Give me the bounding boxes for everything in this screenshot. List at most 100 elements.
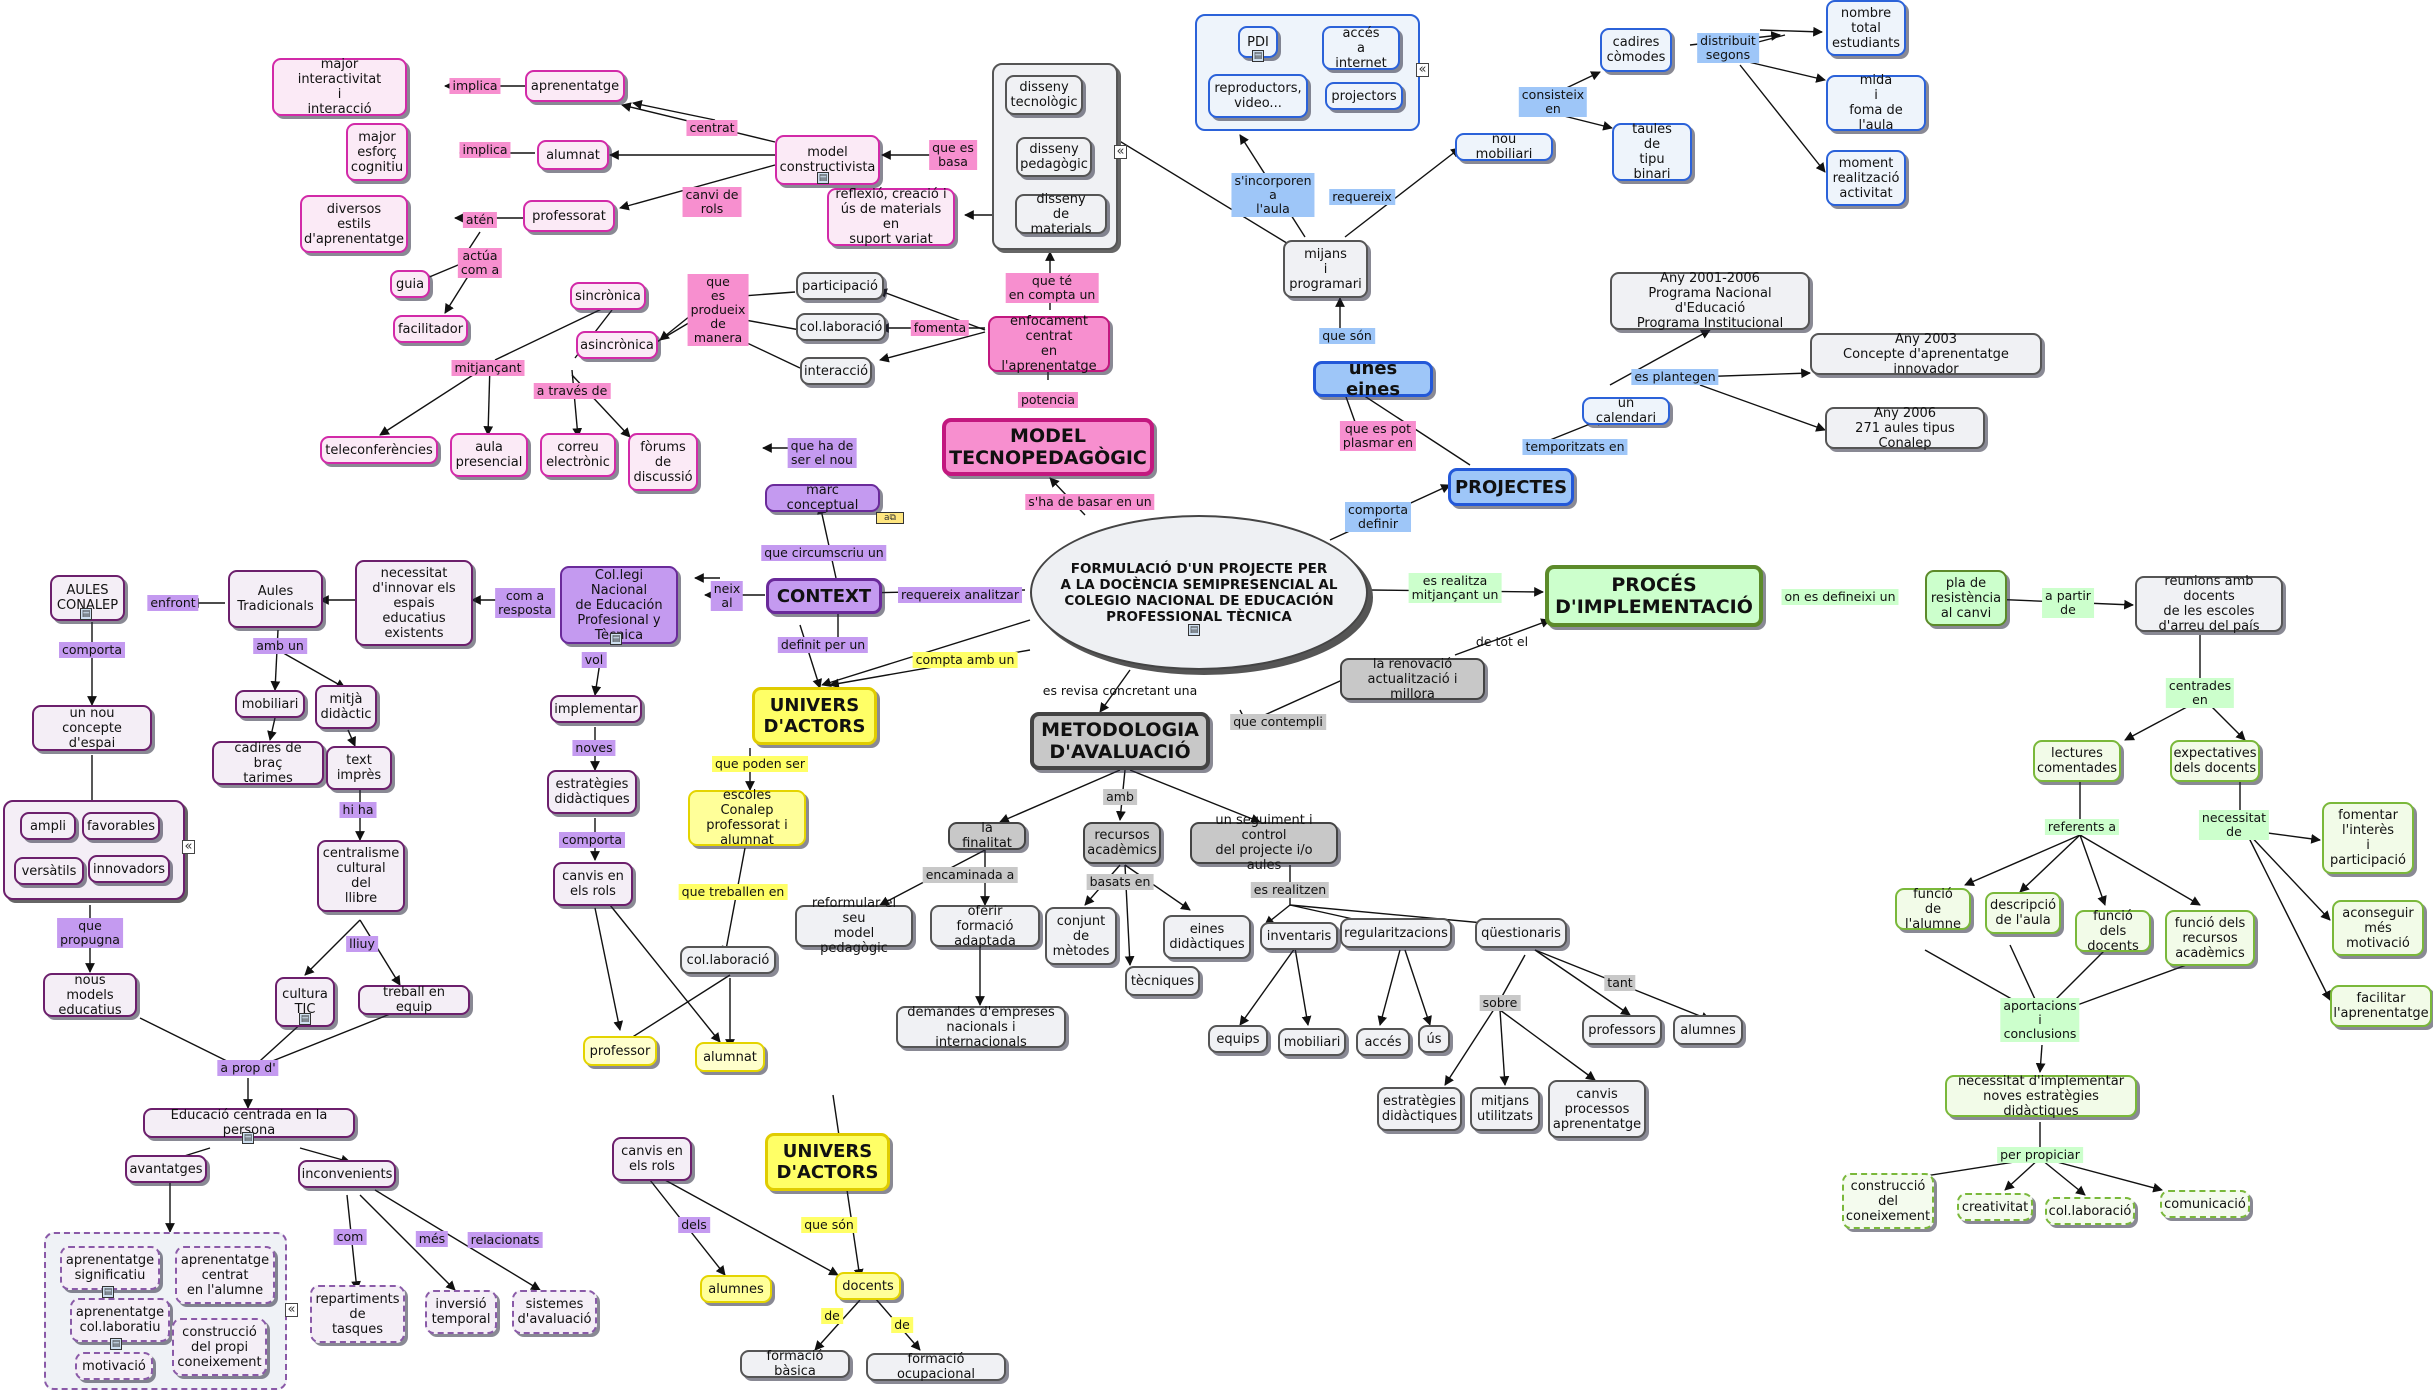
central-topic[interactable]: FORMULACIÓ D'UN PROJECTE PER A LA DOCÈNC… [1030,515,1368,670]
node-disseny-pedagogic[interactable]: disseny pedagògic [1016,137,1092,177]
node-projectors[interactable]: projectors [1325,82,1403,110]
node-aula-presencial[interactable]: aula presencial [450,433,528,477]
node-necessitat-innovar[interactable]: necessitat d'innovar els espais educatiu… [355,560,473,646]
node-renovacio[interactable]: la renovació actualització i millora [1340,657,1485,702]
node-alumnes-metod[interactable]: alumnes [1673,1015,1743,1045]
node-ampli[interactable]: ampli [20,812,76,840]
node-aprenentatge-centrat[interactable]: aprenentatge centrat en l'alumne [175,1246,275,1304]
main-projectes[interactable]: PROJECTES [1448,468,1574,506]
node-aconseguir[interactable]: aconseguir més motivació [2332,900,2424,956]
node-nous-models[interactable]: nous models educatius [43,973,137,1018]
node-sistemes-avaluacio[interactable]: sistemes d'avaluació [512,1290,597,1334]
node-reflexio[interactable]: reflexió, creació i ús de materials en s… [827,187,955,247]
node-construccio-coneixement[interactable]: construcció del coneixement [1842,1173,1934,1229]
document-icon[interactable]: ▤ [1188,624,1200,636]
node-professors[interactable]: professors [1582,1015,1662,1045]
document-icon[interactable]: ▤ [110,1338,122,1350]
node-demandes[interactable]: demandes d'empreses nacionals i internac… [896,1005,1066,1050]
node-guia[interactable]: guia [390,270,430,298]
main-context[interactable]: CONTEXT [766,578,882,614]
node-formacio-ocupacional[interactable]: formació ocupacional [866,1352,1006,1382]
node-conjunt-metodes[interactable]: conjunt de mètodes [1045,907,1117,965]
node-colegi-nacional[interactable]: Col.legi Nacional de Educación Profesion… [560,566,678,644]
node-disseny-materials[interactable]: disseny de materials [1015,192,1107,237]
main-proces-implementacio[interactable]: PROCÉS D'IMPLEMENTACIÓ [1545,565,1763,627]
node-participacio[interactable]: participació [796,272,884,300]
node-model-constructivista[interactable]: model constructivista [775,135,880,185]
node-asincronica[interactable]: asincrònica [576,331,658,359]
node-aules-tradicionals[interactable]: Aules Tradicionals [228,570,323,628]
node-acces-internet[interactable]: accés a internet [1322,26,1400,71]
node-expectatives[interactable]: expectatives dels docents [2170,740,2260,782]
node-col-laboracio[interactable]: col.laboració [796,313,886,341]
node-necessitat-implementar[interactable]: necessitat d'implementar noves estratègi… [1945,1074,2137,1119]
node-tecniques[interactable]: tècniques [1125,966,1200,996]
node-creativitat[interactable]: creativitat [1957,1193,2033,1221]
node-un-calendari[interactable]: un calendari [1582,396,1670,426]
node-mida-aula[interactable]: mida i foma de l'aula [1826,73,1926,133]
node-repartiments[interactable]: repartiments de tasques [310,1285,405,1343]
node-any-2006[interactable]: Any 2006 271 aules tipus Conalep [1825,406,1985,451]
node-cadires-comodes[interactable]: cadires còmodes [1600,28,1672,72]
node-correu-electronic[interactable]: correu electrònic [540,433,616,477]
node-inventaris[interactable]: inventaris [1260,922,1338,950]
node-inconvenients[interactable]: inconvenients [298,1160,396,1188]
node-taules[interactable]: taules de tipu binari [1612,122,1692,182]
node-facilitador[interactable]: facilitador [393,315,468,343]
node-major-esforc[interactable]: major esforç cognitiu [346,123,408,181]
document-icon[interactable]: ▤ [242,1132,254,1144]
main-univers-actors-1[interactable]: UNIVERS D'ACTORS [752,687,877,745]
main-univers-actors-2[interactable]: UNIVERS D'ACTORS [765,1133,890,1191]
node-any-2001[interactable]: Any 2001-2006 Programa Nacional d'Educac… [1610,271,1810,331]
node-oferir-formacio[interactable]: oferir formació adaptada [930,904,1040,949]
node-equips[interactable]: equips [1208,1025,1268,1053]
node-reformular[interactable]: reformular el seu model pedagògic [795,896,913,956]
node-avantatges[interactable]: avantatges [125,1155,207,1183]
node-mobiliari-metod[interactable]: mobiliari [1278,1028,1346,1056]
node-treball-equip[interactable]: treball en equip [358,985,470,1015]
node-motivacio[interactable]: motivació [75,1352,153,1380]
node-col-laboracio-actors[interactable]: col.laboració [680,946,776,974]
node-cadires-brac[interactable]: cadires de braç tarimes [212,741,324,786]
node-escoles-conalep[interactable]: escoles Conalep professorat i alumnat [688,788,806,848]
node-nou-concepte-espai[interactable]: un nou concepte d'espai [32,705,152,751]
node-comunicacio[interactable]: comunicació [2160,1190,2250,1218]
node-facilitar[interactable]: facilitar l'aprenentatge [2330,985,2432,1027]
node-pla-resistencia[interactable]: pla de resistència al canvi [1925,570,2007,626]
node-text-impres[interactable]: text imprès [326,746,392,790]
node-funcio-recursos[interactable]: funció dels recursos acadèmics [2165,910,2255,966]
document-icon[interactable]: ▤ [610,633,622,645]
node-versatils[interactable]: versàtils [14,857,84,885]
node-reunions[interactable]: reunions amb docents de les escoles d'ar… [2135,574,2283,634]
node-disseny-tecnologic[interactable]: disseny tecnològic [1005,75,1083,115]
main-model-tecnopedagogic[interactable]: MODEL TECNOPEDAGÒGIC [942,418,1154,476]
node-regularitzacions[interactable]: regularitzacions [1340,918,1452,948]
document-icon[interactable]: ▤ [1252,50,1264,62]
node-descripcio-aula[interactable]: descripció de l'aula [1985,892,2061,934]
node-aprenentatge-significatiu[interactable]: aprenentatge significatiu [60,1246,160,1290]
node-forums[interactable]: fòrums de discussió [628,433,698,491]
node-la-finalitat[interactable]: la finalitat [948,821,1026,851]
node-recursos-academics[interactable]: recursos acadèmics [1083,822,1161,864]
node-col-laboracio-green[interactable]: col.laboració [2045,1197,2135,1225]
node-reproductors[interactable]: reproductors, video... [1208,74,1308,118]
node-professor[interactable]: professor [583,1036,657,1066]
node-mijans-programari[interactable]: mijans i programari [1283,240,1368,298]
node-mitjans-utilitzats[interactable]: mitjans utilitzats [1470,1087,1540,1131]
node-sincronica[interactable]: sincrònica [570,282,646,310]
node-canvis-rols[interactable]: canvis en els rols [553,862,633,906]
node-fomentar[interactable]: fomentar l'interès i participació [2322,802,2414,874]
node-us[interactable]: ús [1418,1025,1450,1053]
node-any-2003[interactable]: Any 2003 Concepte d'aprenentatge innovad… [1810,332,2042,377]
node-nou-mobiliari[interactable]: nou mobiliari [1455,132,1553,162]
node-alumnat[interactable]: alumnat [537,140,609,170]
notes-icon[interactable]: a⧉ [876,512,904,524]
node-favorables[interactable]: favorables [82,812,160,840]
node-estrategies-didactiques[interactable]: estratègies didàctiques [547,770,637,814]
node-canvis-processos[interactable]: canvis processos aprenentatge [1548,1080,1646,1138]
node-diversos-estils[interactable]: diversos estils d'aprenentatge [300,195,408,253]
collapse-icon[interactable]: « [182,840,195,854]
node-eines-didactiques[interactable]: eines didàctiques [1163,915,1251,959]
node-seguiment[interactable]: un seguiment i control del projecte i/o … [1190,813,1338,873]
node-major-interactivitat[interactable]: major interactivitat i interacció [272,57,407,117]
